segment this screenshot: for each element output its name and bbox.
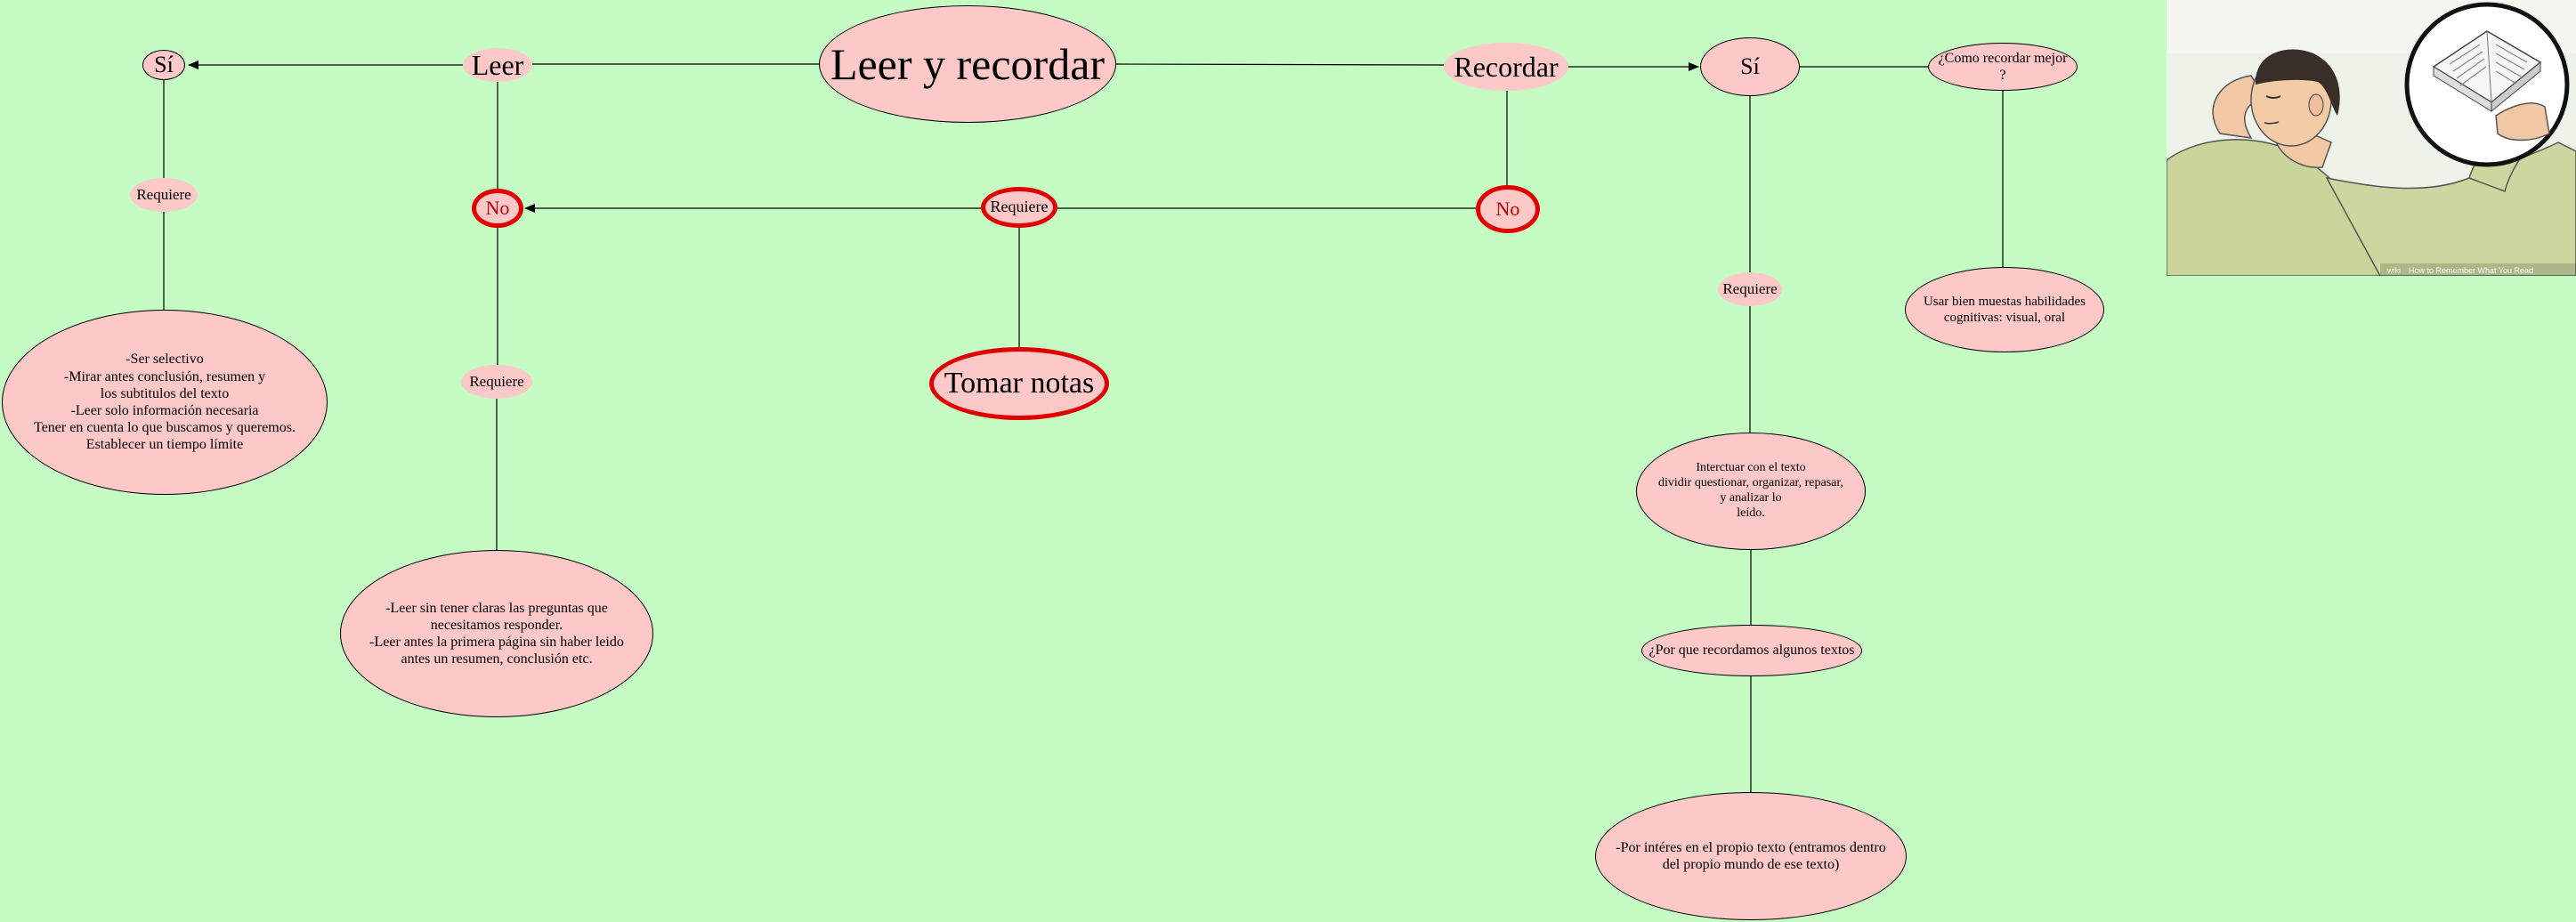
node-leer: Leer [463, 48, 532, 82]
node-por-que-recordamos: ¿Por que recordamos algunos textos [1641, 625, 1862, 676]
node-usar-habilidades: Usar bien muestas habilidades cognitivas… [1905, 267, 2104, 352]
illustration-reading-man: wiki How to Remember What You Read [2167, 0, 2576, 276]
node-si-leer: Sí [142, 50, 185, 80]
node-requiere-recordar: Requiere [1718, 272, 1782, 306]
node-leer-y-recordar: Leer y recordar [819, 5, 1116, 123]
node-ser-selectivo: -Ser selectivo -Mirar antes conclusión, … [2, 310, 328, 495]
node-no-recordar: No [1476, 185, 1540, 233]
node-requiere-si: Requiere [130, 178, 198, 212]
node-requiere-center: Requiere [981, 187, 1057, 228]
node-requiere-no: Requiere [461, 365, 532, 399]
node-por-interes: -Por intéres en el propio texto (entramo… [1595, 792, 1907, 920]
node-recordar: Recordar [1444, 43, 1568, 91]
node-tomar-notas: Tomar notas [929, 347, 1109, 420]
node-si-recordar: Sí [1700, 37, 1800, 96]
node-interactuar-texto: Interctuar con el texto dividir question… [1636, 433, 1866, 550]
node-no-leer: No [472, 189, 523, 228]
node-como-recordar-mejor: ¿Como recordar mejor ? [1928, 43, 2078, 91]
illustration-caption: How to Remember What You Read [2409, 266, 2533, 275]
edge-main-recordar [1115, 63, 1445, 66]
node-leer-sin-preguntas: -Leer sin tener claras las preguntas que… [340, 550, 653, 717]
illustration-brand: wiki [2386, 266, 2401, 275]
